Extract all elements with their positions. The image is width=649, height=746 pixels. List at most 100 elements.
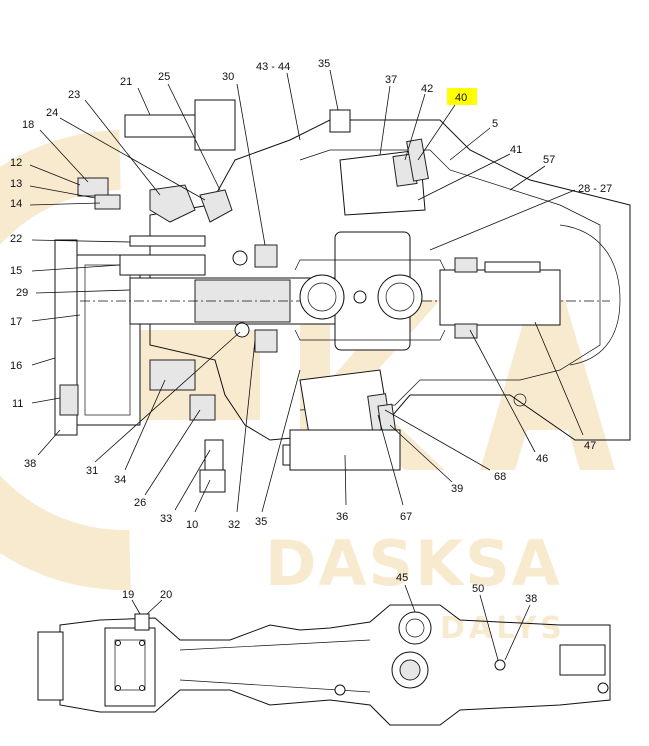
callout-13: 13 bbox=[10, 178, 22, 190]
leader-19 bbox=[131, 599, 141, 615]
seal-13-14 bbox=[94, 194, 121, 210]
mounting-plate bbox=[104, 627, 156, 707]
leader-41 bbox=[417, 153, 511, 201]
leader-43-44 bbox=[286, 72, 301, 141]
left-flange-housing bbox=[74, 254, 141, 426]
callout-32: 32 bbox=[228, 519, 240, 531]
nut-10 bbox=[199, 469, 226, 493]
left-flange-inner bbox=[84, 264, 131, 416]
callout-40-highlight bbox=[447, 88, 477, 105]
callout-labels: 21 25 30 43 - 44 35 37 42 40 23 24 18 5 … bbox=[10, 58, 612, 605]
trunnion-cap-right-inner bbox=[385, 282, 415, 312]
gear-24 bbox=[199, 189, 233, 223]
leader-45 bbox=[404, 584, 416, 613]
leader-24 bbox=[59, 117, 206, 201]
callout-45: 45 bbox=[396, 572, 408, 584]
leader-lines bbox=[29, 69, 584, 661]
callout-31: 31 bbox=[86, 465, 98, 477]
pivot-pin bbox=[334, 684, 346, 696]
leader-46 bbox=[469, 329, 536, 453]
mount-bolt-4 bbox=[139, 685, 145, 691]
lip-seal-40 bbox=[406, 138, 429, 182]
callout-29: 29 bbox=[16, 287, 28, 299]
callout-11: 11 bbox=[12, 398, 23, 410]
callout-42: 42 bbox=[421, 83, 433, 95]
watermark-text-main: DASKSA bbox=[265, 527, 562, 600]
gear-26 bbox=[189, 394, 216, 421]
trunnion-45-inner bbox=[405, 618, 425, 638]
leader-12 bbox=[29, 164, 81, 186]
callout-24: 24 bbox=[46, 107, 58, 119]
seal-46-upper bbox=[454, 257, 478, 273]
leader-10 bbox=[194, 479, 211, 513]
leader-21 bbox=[137, 87, 151, 116]
leader-14 bbox=[29, 202, 101, 206]
callout-37: 37 bbox=[385, 74, 397, 86]
leader-25 bbox=[167, 83, 221, 191]
bracket-19-20 bbox=[134, 613, 150, 631]
leader-35-bottom bbox=[261, 369, 301, 513]
callout-57: 57 bbox=[543, 154, 555, 166]
leader-22 bbox=[31, 239, 131, 243]
leader-68 bbox=[384, 409, 491, 471]
bearing-cap-11 bbox=[59, 384, 79, 416]
leader-34 bbox=[124, 379, 166, 471]
callout-19: 19 bbox=[122, 589, 134, 601]
trunnion-cap-right bbox=[377, 274, 423, 320]
callout-39: 39 bbox=[451, 483, 463, 495]
bearing-32 bbox=[254, 329, 278, 353]
callout-12: 12 bbox=[10, 157, 22, 169]
leader-18 bbox=[39, 129, 89, 183]
callout-36: 36 bbox=[336, 511, 348, 523]
leader-35-top bbox=[329, 69, 339, 111]
upper-assembly bbox=[54, 88, 631, 493]
leader-42 bbox=[404, 93, 426, 161]
left-end-flange bbox=[37, 631, 64, 701]
leader-15 bbox=[31, 264, 121, 272]
callout-34: 34 bbox=[114, 474, 126, 486]
callout-5: 5 bbox=[492, 118, 498, 130]
watermark-logo-arc bbox=[0, 130, 131, 591]
callout-47: 47 bbox=[584, 440, 596, 452]
leader-17 bbox=[31, 314, 81, 322]
callout-26: 26 bbox=[134, 497, 146, 509]
leader-11 bbox=[31, 397, 61, 404]
leader-30 bbox=[236, 83, 266, 246]
callout-20: 20 bbox=[160, 589, 172, 601]
callout-35-bottom: 35 bbox=[255, 516, 267, 528]
leader-57 bbox=[509, 165, 546, 191]
callout-21: 21 bbox=[120, 76, 132, 88]
leader-5 bbox=[449, 127, 491, 161]
mount-bolt-3 bbox=[115, 685, 121, 691]
end-block bbox=[559, 644, 606, 676]
axle-tube-upper bbox=[179, 639, 371, 651]
callout-38-bottom: 38 bbox=[525, 593, 537, 605]
callout-50: 50 bbox=[472, 583, 484, 595]
callout-43-44: 43 - 44 bbox=[256, 61, 290, 73]
shaft-upper-bar-22 bbox=[129, 235, 206, 247]
bolt-35-top bbox=[329, 109, 351, 133]
seal-12 bbox=[77, 177, 109, 197]
output-flange bbox=[484, 261, 541, 273]
leader-26 bbox=[144, 409, 201, 496]
callout-23: 23 bbox=[68, 89, 80, 101]
axle-housing-outline bbox=[59, 604, 611, 726]
center-hub-inner bbox=[399, 659, 421, 681]
callout-22: 22 bbox=[10, 233, 22, 245]
leader-31 bbox=[94, 331, 241, 463]
callout-17: 17 bbox=[10, 316, 22, 328]
housing-right-contour bbox=[559, 224, 621, 366]
leader-37 bbox=[379, 85, 391, 156]
leader-20 bbox=[146, 599, 163, 615]
housing-outline bbox=[149, 119, 631, 441]
callout-28-27: 28 - 27 bbox=[578, 183, 612, 195]
leader-36 bbox=[344, 454, 347, 506]
leader-39 bbox=[389, 424, 453, 483]
leader-16 bbox=[31, 357, 56, 366]
callout-68: 68 bbox=[494, 471, 506, 483]
end-block-bolt bbox=[597, 682, 609, 694]
trunnion-45-cap bbox=[398, 611, 432, 645]
drain-plug bbox=[513, 393, 527, 407]
leader-13 bbox=[29, 185, 96, 199]
